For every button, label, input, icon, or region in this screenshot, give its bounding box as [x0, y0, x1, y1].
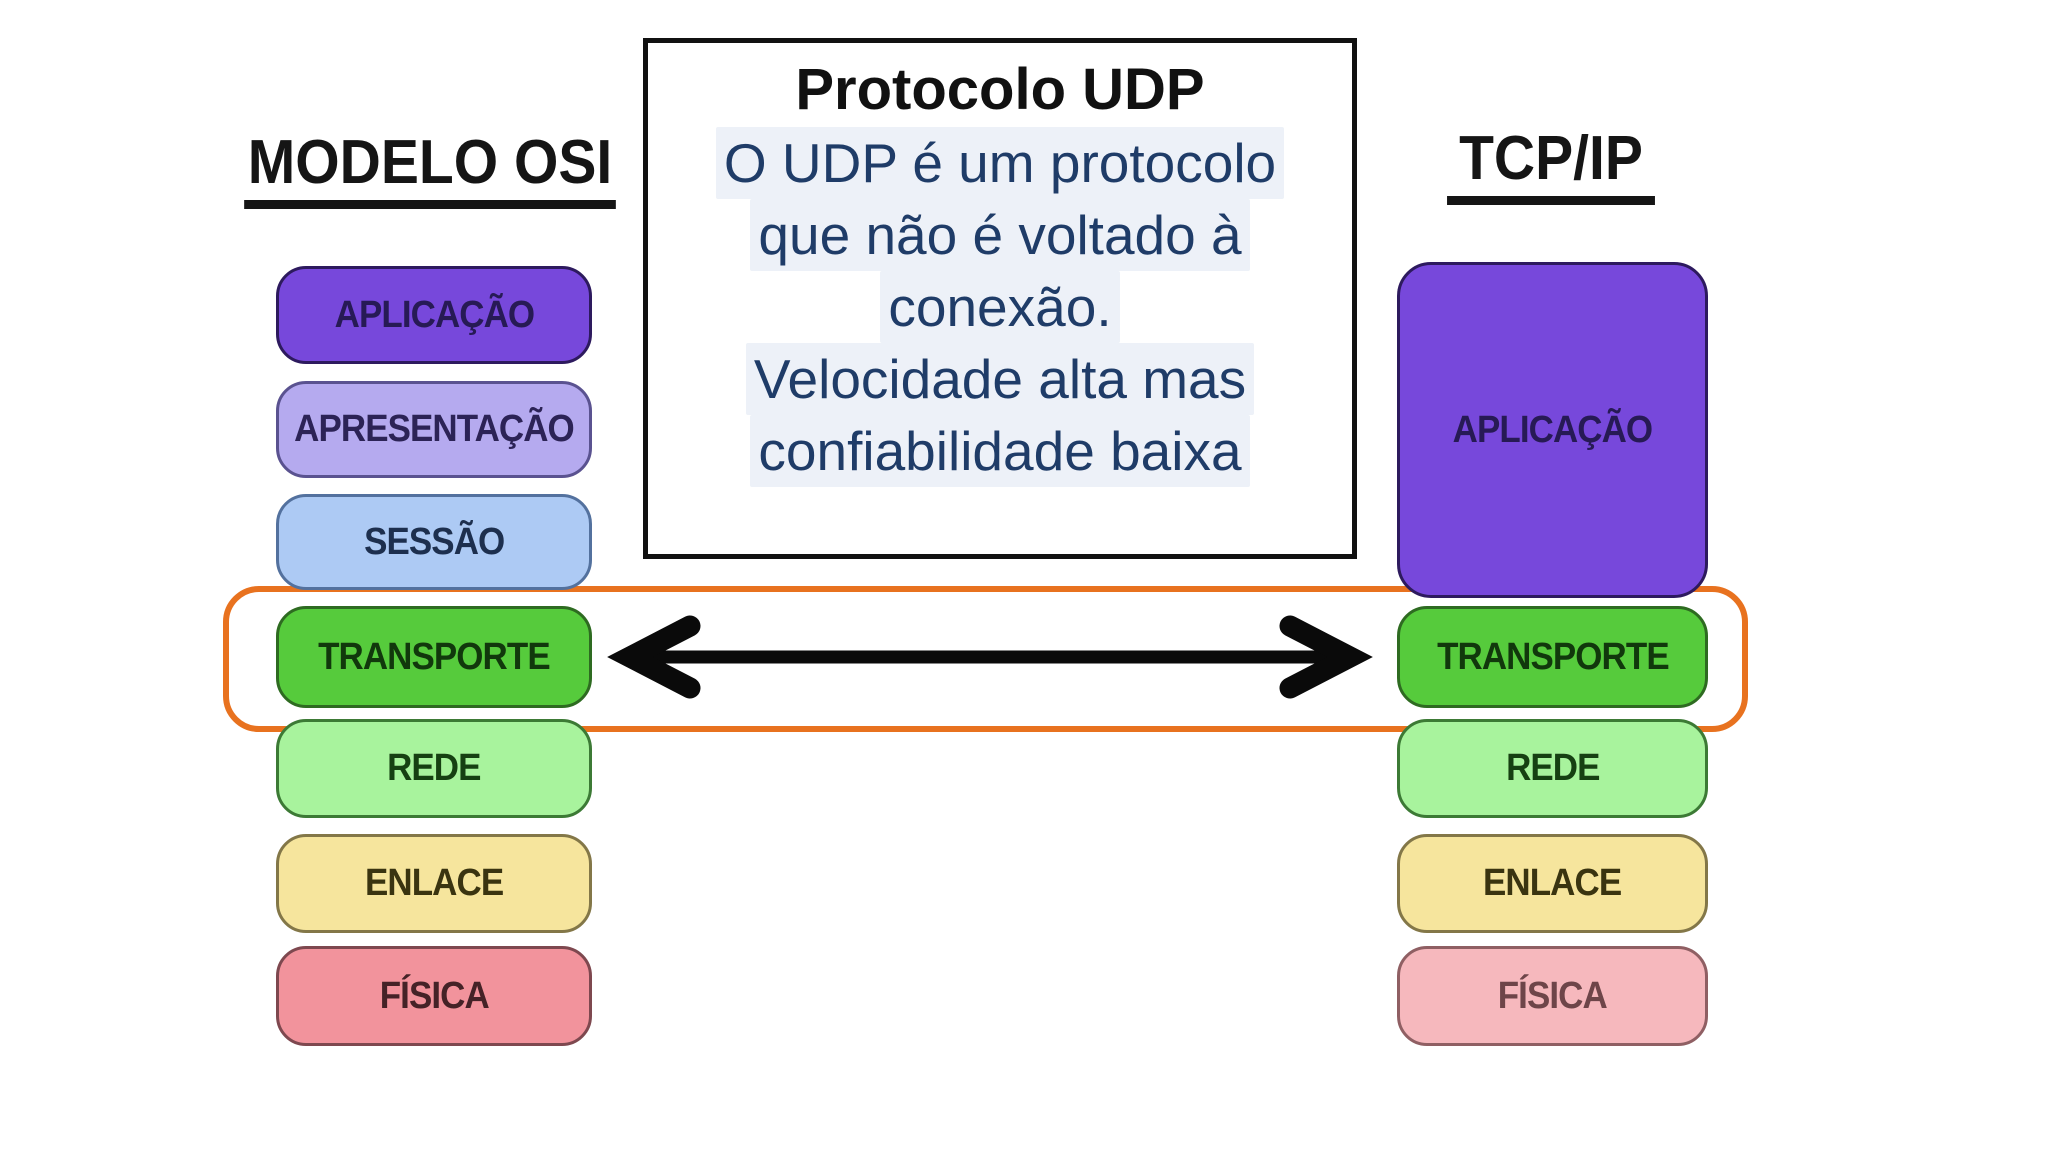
bidirectional-arrow [607, 615, 1373, 699]
osi-layer-transporte: TRANSPORTE [276, 606, 592, 708]
layer-label: ENLACE [1483, 862, 1622, 904]
layer-label: SESSÃO [363, 520, 505, 563]
arrow-head-left-icon [607, 615, 701, 699]
udp-note-body: O UDP é um protocolo que não é voltado à… [648, 127, 1352, 487]
udp-note-line: conexão. [648, 271, 1352, 343]
osi-column-title: MODELO OSI [244, 130, 616, 209]
udp-note-box: Protocolo UDP O UDP é um protocolo que n… [643, 38, 1357, 559]
layer-label: TRANSPORTE [318, 635, 551, 678]
arrow-head-right-icon [1279, 615, 1373, 699]
udp-note-line: que não é voltado à [648, 199, 1352, 271]
layer-label: REDE [1505, 747, 1600, 789]
tcpip-layer-aplicacao: APLICAÇÃO [1397, 262, 1708, 598]
osi-layer-enlace: ENLACE [276, 834, 592, 933]
layer-label: ENLACE [364, 862, 504, 904]
layer-label: FÍSICA [379, 974, 489, 1017]
tcpip-layer-transporte: TRANSPORTE [1397, 606, 1708, 708]
layer-label: APLICAÇÃO [334, 293, 534, 336]
layer-label: TRANSPORTE [1436, 635, 1670, 678]
transport-row-highlight-outline [223, 586, 1748, 732]
tcpip-column-title: TCP/IP [1447, 126, 1655, 205]
osi-layer-aplicacao: APLICAÇÃO [276, 266, 592, 364]
osi-layer-apresentacao: APRESENTAÇÃO [276, 381, 592, 478]
layer-label: FÍSICA [1497, 974, 1608, 1017]
udp-note-title: Protocolo UDP [795, 57, 1205, 122]
tcpip-layer-fisica: FÍSICA [1397, 946, 1708, 1046]
osi-layer-sessao: SESSÃO [276, 494, 592, 590]
tcpip-layer-enlace: ENLACE [1397, 834, 1708, 933]
layer-label: REDE [387, 747, 481, 789]
osi-layer-fisica: FÍSICA [276, 946, 592, 1046]
udp-note-line: O UDP é um protocolo [648, 127, 1352, 199]
layer-label: APLICAÇÃO [1452, 408, 1653, 451]
osi-layer-rede: REDE [276, 719, 592, 818]
udp-note-line: Velocidade alta mas [648, 343, 1352, 415]
tcpip-layer-rede: REDE [1397, 719, 1708, 818]
layer-label: APRESENTAÇÃO [294, 408, 575, 450]
udp-note-line: confiabilidade baixa [648, 415, 1352, 487]
